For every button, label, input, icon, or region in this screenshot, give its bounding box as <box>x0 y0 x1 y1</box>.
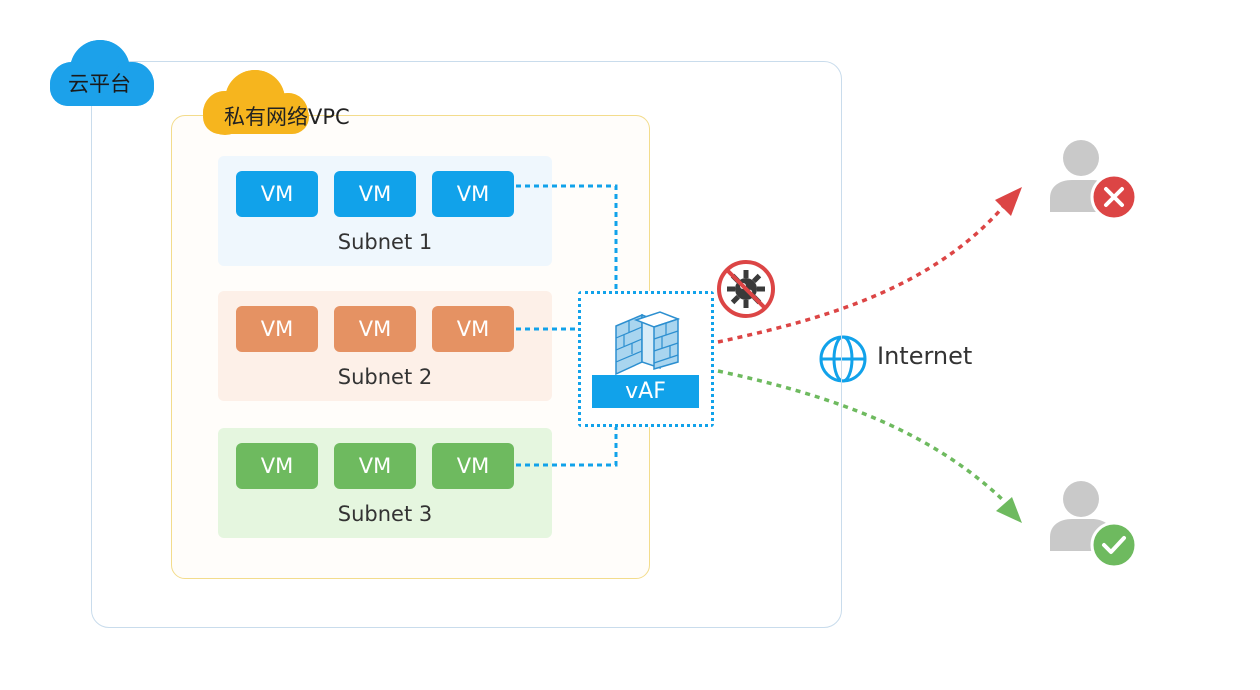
vpc-label: 私有网络VPC <box>224 105 350 129</box>
user-allowed-icon <box>1050 481 1138 569</box>
vm-node[interactable]: VM <box>334 443 416 489</box>
connector-subnet-1-overlay <box>516 184 618 291</box>
blocked-traffic-arrowhead <box>995 187 1022 216</box>
subnet-2: VM VM VM Subnet 2 <box>218 291 552 401</box>
subnet-1: VM VM VM Subnet 1 <box>218 156 552 266</box>
cloud-platform-container <box>91 61 842 628</box>
vm-node[interactable]: VM <box>236 171 318 217</box>
cloud-icon <box>50 40 154 106</box>
connector-subnet-3-overlay <box>516 427 618 467</box>
blocked-traffic-line <box>717 205 1005 344</box>
vaf-label: vAF <box>592 375 699 408</box>
subnet-3: VM VM VM Subnet 3 <box>218 428 552 538</box>
subnet-label: Subnet 1 <box>337 230 433 254</box>
vm-node[interactable]: VM <box>432 171 514 217</box>
platform-label: 云平台 <box>68 72 131 96</box>
virus-blocked-icon <box>717 260 775 318</box>
vm-node[interactable]: VM <box>334 171 416 217</box>
user-blocked-icon <box>1050 140 1138 221</box>
vm-node[interactable]: VM <box>432 306 514 352</box>
allowed-traffic-line <box>717 369 1006 503</box>
vpc-cloud-icon <box>203 70 309 135</box>
allowed-traffic-arrowhead <box>996 497 1022 523</box>
vm-node[interactable]: VM <box>236 443 318 489</box>
vm-node[interactable]: VM <box>236 306 318 352</box>
subnet-label: Subnet 2 <box>337 365 433 389</box>
vm-node[interactable]: VM <box>432 443 514 489</box>
internet-label: Internet <box>877 342 973 370</box>
globe-icon <box>819 335 867 383</box>
subnet-label: Subnet 3 <box>337 502 433 526</box>
vm-node[interactable]: VM <box>334 306 416 352</box>
firewall-brick-icon <box>615 311 681 376</box>
